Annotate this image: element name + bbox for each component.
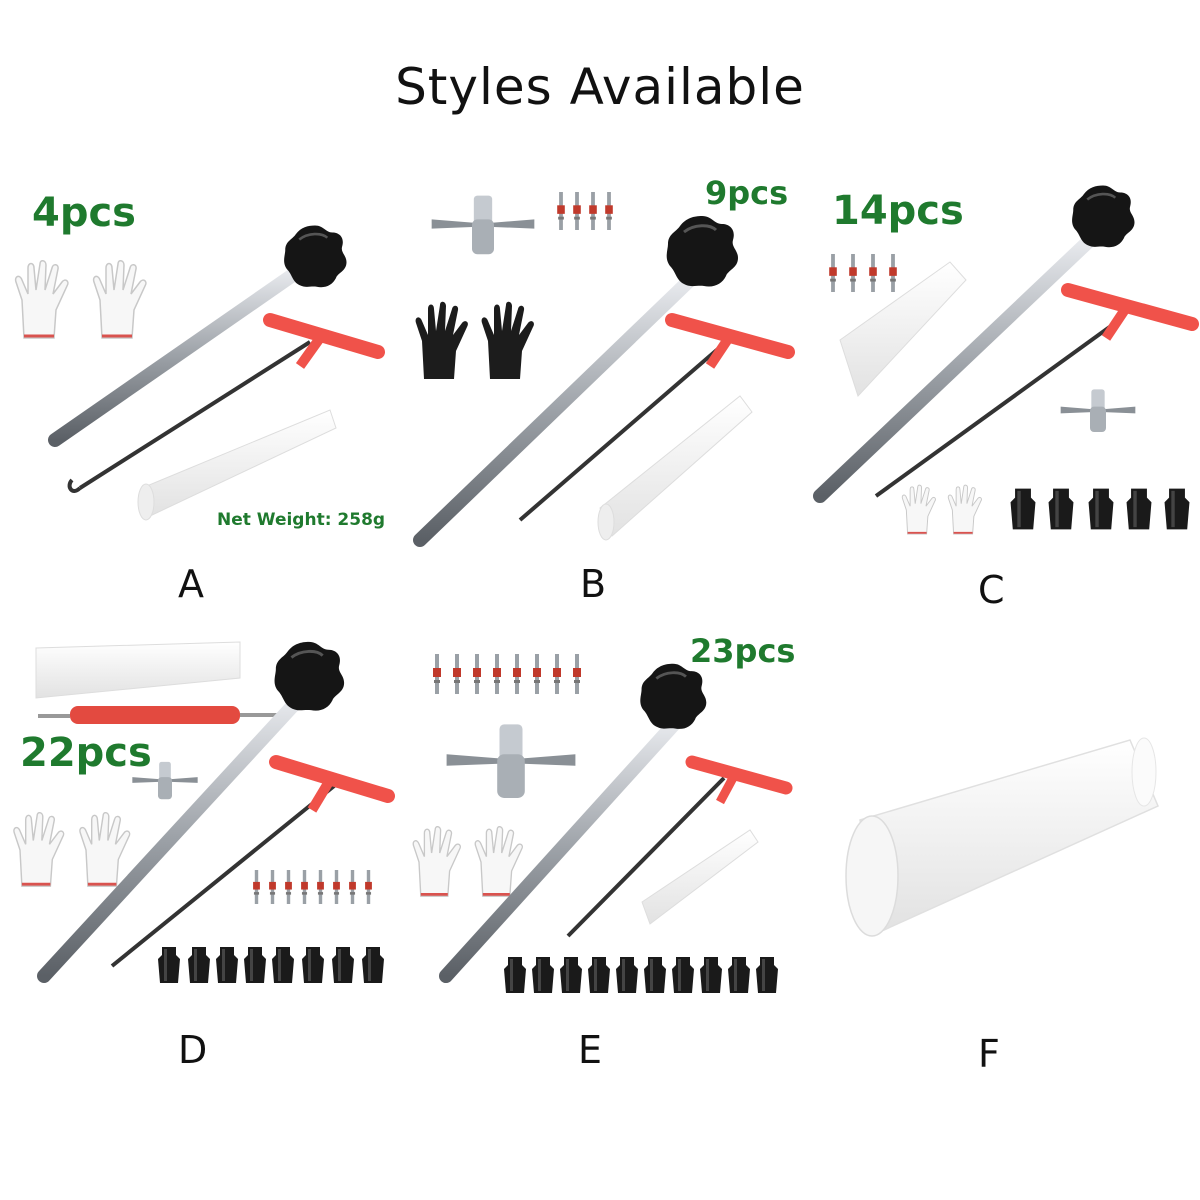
style-d-panel[interactable]: 22pcs D bbox=[0, 620, 400, 1072]
style-e-panel[interactable]: 23pcs E bbox=[400, 620, 800, 1072]
hook-icon bbox=[110, 776, 346, 968]
valve-core-icon bbox=[829, 254, 837, 292]
knob-icon bbox=[282, 224, 348, 289]
style-f-panel[interactable]: F bbox=[800, 620, 1200, 1076]
hook-icon bbox=[874, 316, 1124, 498]
rod-icon bbox=[37, 691, 307, 983]
rubber-valve-icon bbox=[158, 947, 180, 983]
hook-icon bbox=[78, 340, 312, 490]
style-a-product-image bbox=[14, 224, 385, 521]
t-handle-icon bbox=[269, 755, 395, 803]
style-d-product-image bbox=[12, 640, 395, 983]
style-b-count: 9pcs bbox=[705, 174, 789, 212]
style-a-count: 4pcs bbox=[32, 190, 136, 236]
style-a-net-weight: Net Weight: 258g bbox=[217, 510, 386, 530]
style-d-letter: D bbox=[178, 1028, 208, 1072]
style-b-product-image bbox=[413, 192, 795, 547]
style-e-count: 23pcs bbox=[690, 632, 796, 670]
knob-icon bbox=[273, 640, 346, 713]
rod-icon bbox=[48, 263, 307, 447]
rod-icon bbox=[813, 233, 1097, 503]
valve-tool-icon bbox=[431, 195, 535, 255]
style-f-letter: F bbox=[978, 1032, 1000, 1076]
knob-icon bbox=[638, 662, 708, 731]
valve-core-icon bbox=[433, 654, 441, 694]
rubber-valve-icon bbox=[504, 957, 526, 993]
style-c-letter: C bbox=[978, 568, 1005, 612]
valve-tool-icon bbox=[446, 724, 576, 798]
style-a-panel[interactable]: 4pcs Net Weight: 258g A bbox=[0, 170, 400, 606]
knob-icon bbox=[665, 214, 740, 289]
hook-icon bbox=[566, 776, 726, 938]
cone-icon bbox=[641, 829, 759, 925]
cone-icon bbox=[141, 409, 337, 517]
knob-icon bbox=[1070, 184, 1136, 249]
style-d-count: 22pcs bbox=[20, 730, 152, 776]
valve-core-icon bbox=[253, 870, 260, 904]
style-b-panel[interactable]: 9pcs B bbox=[400, 170, 800, 606]
t-handle-icon bbox=[1061, 283, 1199, 331]
black-glove-icon bbox=[415, 301, 468, 379]
page-title: Styles Available bbox=[395, 58, 805, 116]
t-handle-icon bbox=[685, 755, 793, 795]
glove-icon bbox=[901, 484, 937, 536]
valve-core-icon bbox=[557, 192, 565, 230]
rod-icon bbox=[413, 273, 697, 547]
style-c-count: 14pcs bbox=[832, 188, 964, 234]
cone-icon bbox=[35, 641, 241, 699]
rod-icon bbox=[439, 715, 683, 983]
style-e-letter: E bbox=[578, 1028, 603, 1072]
cone-icon bbox=[859, 739, 1159, 932]
glove-icon bbox=[411, 826, 462, 898]
style-b-letter: B bbox=[580, 562, 607, 606]
hook-icon bbox=[518, 340, 728, 522]
style-e-product-image bbox=[411, 654, 793, 993]
style-c-panel[interactable]: 14pcs C bbox=[800, 170, 1200, 612]
cone-icon bbox=[599, 395, 753, 537]
glove-icon bbox=[12, 812, 66, 888]
style-c-product-image bbox=[813, 184, 1199, 536]
rubber-valve-icon bbox=[1010, 488, 1036, 530]
glove-icon bbox=[14, 260, 70, 340]
valve-tool-icon bbox=[1060, 389, 1136, 432]
style-a-letter: A bbox=[178, 562, 204, 606]
t-handle-icon bbox=[263, 313, 385, 359]
glove-icon bbox=[92, 260, 148, 340]
cone-icon bbox=[839, 261, 967, 397]
style-f-product-image bbox=[845, 737, 1159, 937]
